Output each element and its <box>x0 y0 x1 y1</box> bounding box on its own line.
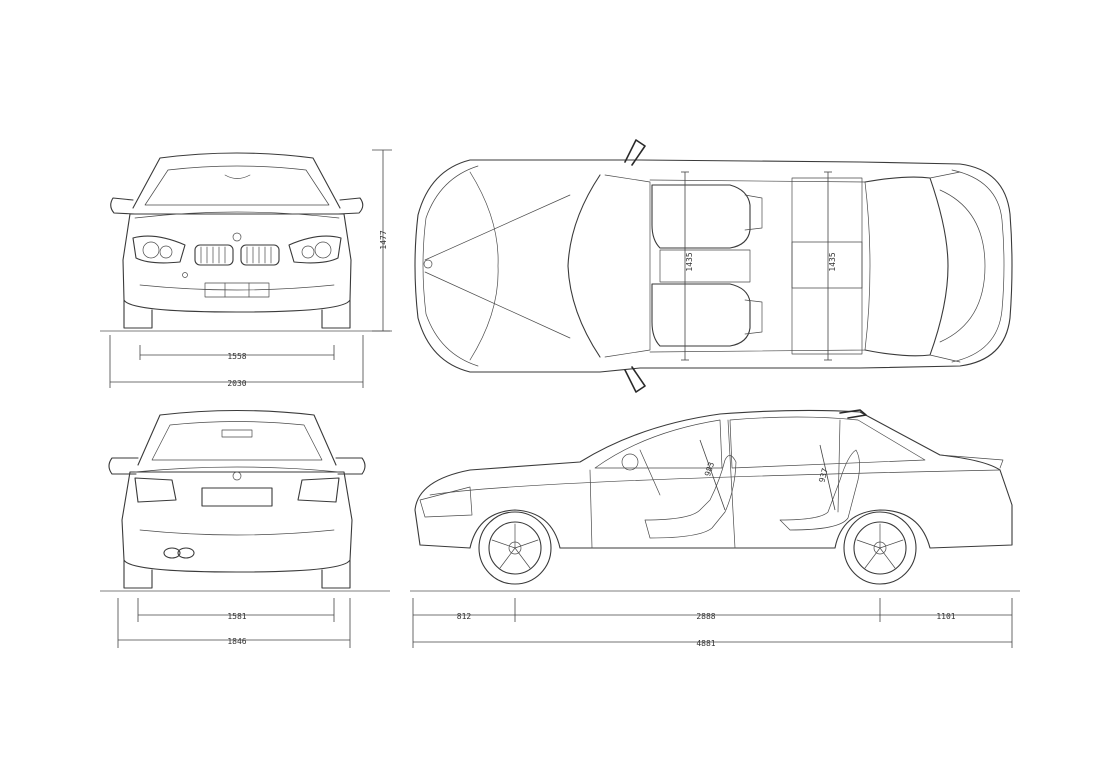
front-total-width-label: 2030 <box>227 379 246 388</box>
front-seat-height-label: 1435 <box>685 252 694 271</box>
rear-total-width-label: 1846 <box>227 637 246 646</box>
front-headroom-label: 983 <box>703 461 716 478</box>
rear-seat-height-label: 1435 <box>828 252 837 271</box>
front-height-label: 1477 <box>379 230 388 249</box>
rear-headroom-label: 937 <box>817 467 829 483</box>
overall-length-label: 4881 <box>696 639 715 648</box>
top-view: 1435 1435 <box>414 139 1013 393</box>
front-overhang-label: 812 <box>457 612 472 621</box>
rear-track-label: 1581 <box>227 612 246 621</box>
side-view: 983 937 <box>410 409 1020 592</box>
side-view-dimensions: 812 2888 1101 4881 <box>412 598 1013 648</box>
front-track-label: 1558 <box>227 352 246 361</box>
wheelbase-label: 2888 <box>696 612 715 621</box>
rear-view-dimensions: 1581 1846 <box>117 598 351 648</box>
rear-overhang-label: 1101 <box>936 612 955 621</box>
rear-view <box>100 409 390 592</box>
front-view <box>100 152 390 332</box>
front-view-dimensions: 1558 2030 1477 <box>109 149 392 388</box>
